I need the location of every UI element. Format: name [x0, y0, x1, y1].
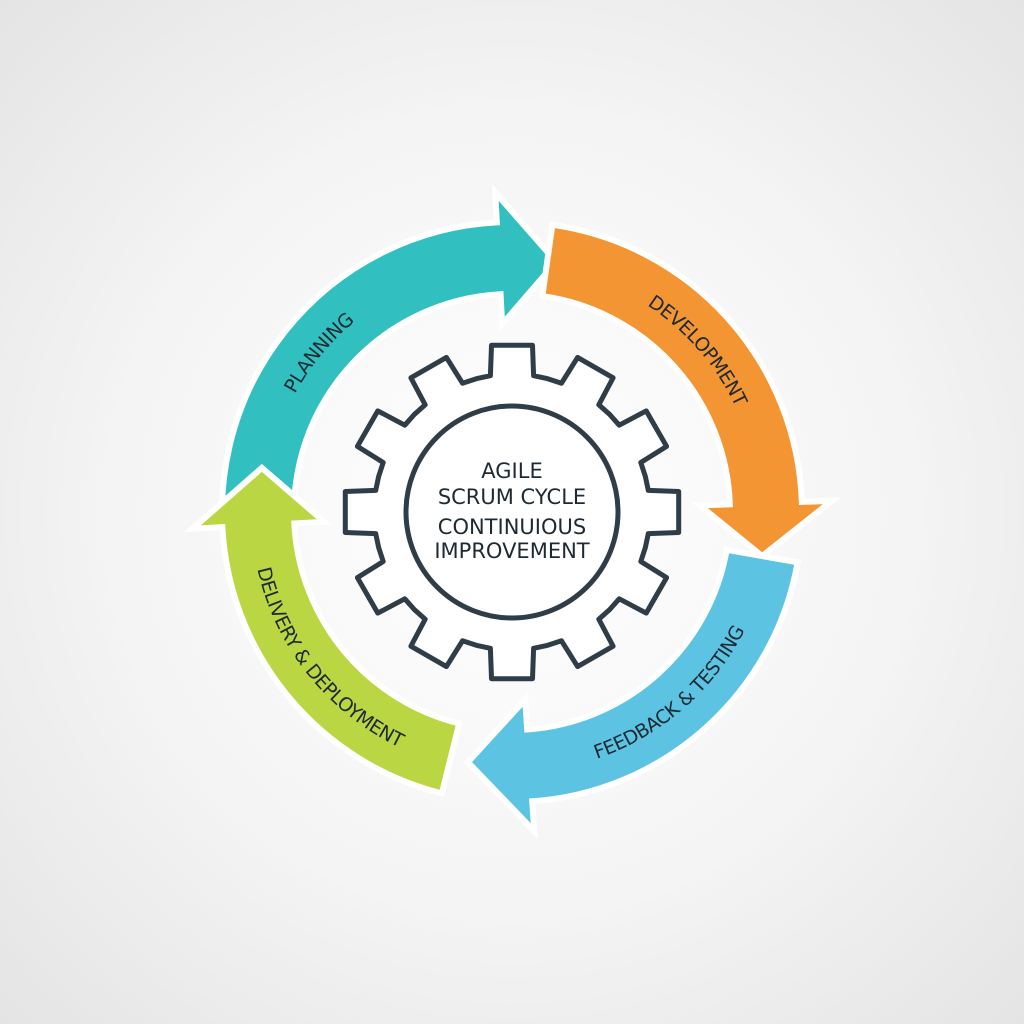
delivery-deployment-arrow — [183, 463, 463, 798]
center-subtitle: SCRUM CYCLE — [438, 485, 586, 509]
center-text-continuous: CONTINUIOUS — [438, 515, 586, 539]
center-text-improvement: IMPROVEMENT — [434, 539, 589, 563]
planning-arrow — [219, 183, 561, 566]
center-circle — [403, 403, 621, 621]
development-arrow — [538, 221, 841, 560]
center-title: AGILE — [481, 459, 542, 483]
feedback-testing-arrow — [463, 546, 802, 840]
